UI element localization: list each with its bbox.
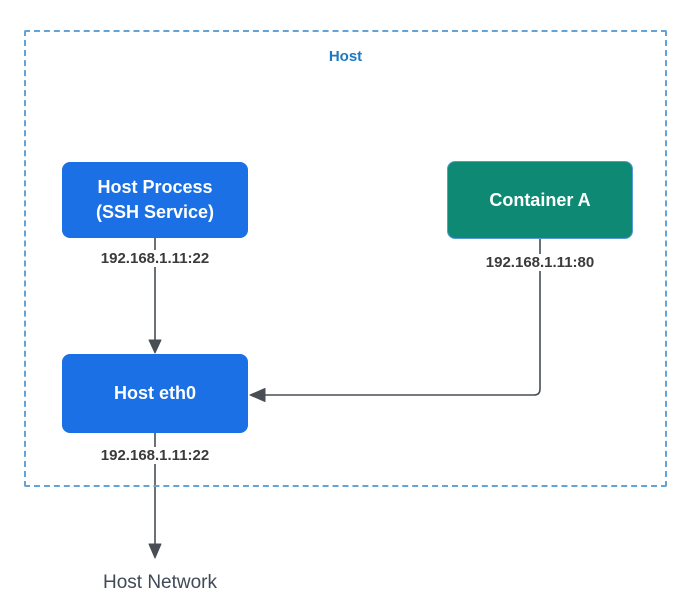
host-boundary: Host	[24, 30, 667, 487]
node-host-eth0-label: Host eth0	[113, 383, 196, 403]
node-container-a-label: Container A	[489, 189, 591, 210]
node-host-eth0: Host eth0	[62, 354, 248, 433]
host-network-label: Host Network	[102, 572, 218, 593]
ip-label-container-a: 192.168.1.11:80	[480, 254, 600, 271]
node-container-a: Container A	[447, 161, 633, 239]
node-host-process-label: Host Process (SSH Service)	[95, 177, 215, 222]
arrowhead-host-network	[148, 543, 162, 559]
ip-label-host-eth0: 192.168.1.11:22	[95, 447, 215, 464]
ip-label-host-process: 192.168.1.11:22	[95, 250, 215, 267]
host-boundary-label: Host	[328, 48, 363, 65]
edge-container-a-to-eth0	[264, 239, 541, 396]
node-host-process: Host Process (SSH Service)	[62, 162, 248, 238]
arrowhead-eth0-top	[148, 339, 162, 354]
arrowhead-eth0-right	[249, 388, 266, 402]
